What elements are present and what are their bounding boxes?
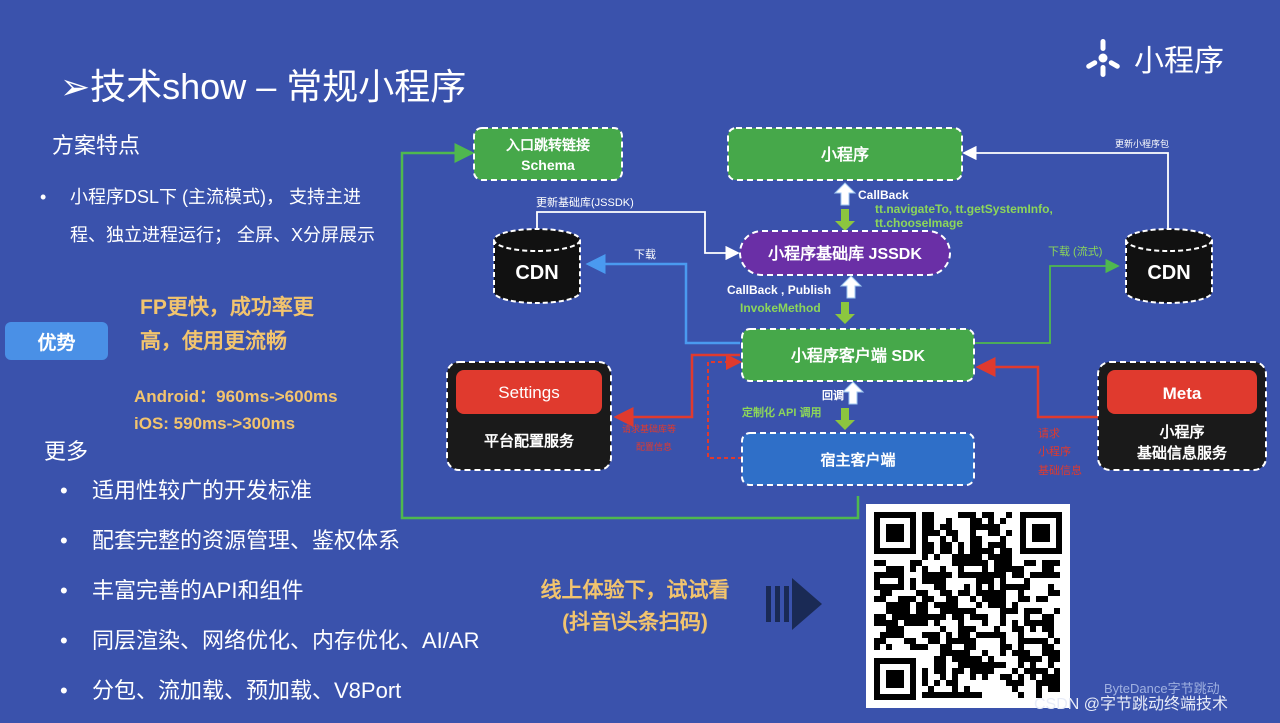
diagram-labels: 更新小程序包 更新基础库(JSSDK) 下载 下载 (流式) CallBack … — [536, 138, 1169, 477]
csdn-credit: CSDN @字节跳动终端技术 — [1034, 696, 1229, 713]
svg-text:小程序: 小程序 — [821, 145, 869, 164]
qr-code-icon[interactable] — [866, 504, 1070, 708]
svg-text:Schema: Schema — [521, 157, 575, 173]
schema-box: 入口跳转链接 Schema — [473, 127, 623, 181]
svg-text:tt.chooseImage: tt.chooseImage — [875, 216, 963, 230]
features-heading: 方案特点 — [52, 133, 141, 158]
try-it-text: 线上体验下，试试看 (抖音\头条扫码) — [520, 575, 750, 639]
svg-text:请求基础库等: 请求基础库等 — [622, 423, 676, 434]
svg-text:CDN: CDN — [1147, 262, 1190, 284]
list-item: •丰富完善的API和组件 — [60, 578, 304, 603]
features-bullet: • 小程序DSL下 (主流模式)， 支持主进 程、独立进程运行； 全屏、X分屏展… — [40, 178, 430, 254]
svg-text:下载 (流式): 下载 (流式) — [1048, 244, 1102, 258]
brand-logo: 小程序 — [1082, 36, 1224, 80]
client-sdk-box: 小程序客户端 SDK — [741, 328, 975, 382]
svg-text:回调: 回调 — [822, 388, 844, 402]
update-package-arrow — [962, 145, 1169, 230]
pointer-arrow-icon — [766, 578, 822, 630]
svg-text:小程序基础库 JSSDK: 小程序基础库 JSSDK — [768, 244, 922, 263]
svg-text:小程序客户端 SDK: 小程序客户端 SDK — [791, 346, 926, 365]
performance-stats: Android：960ms->600ms iOS: 590ms->300ms — [134, 383, 338, 437]
update-jssdk-arrow — [536, 211, 740, 261]
cdn-left: CDN — [493, 228, 581, 304]
advantage-text: FP更快，成功率更 高，使用更流畅 — [140, 291, 390, 359]
svg-text:宿主客户端: 宿主客户端 — [820, 451, 895, 469]
svg-text:小程序: 小程序 — [1159, 423, 1204, 441]
svg-text:基础信息: 基础信息 — [1038, 463, 1082, 477]
more-list: •适用性较广的开发标准 •配套完整的资源管理、鉴权体系 •丰富完善的API和组件… — [60, 473, 479, 723]
try-line-2: (抖音\头条扫码) — [562, 611, 708, 634]
ios-stat: iOS: 590ms->300ms — [134, 414, 296, 433]
advantage-line-1: FP更快，成功率更 — [140, 296, 314, 319]
svg-text:Settings: Settings — [498, 383, 559, 402]
meta-box: Meta 小程序 基础信息服务 — [1097, 361, 1267, 471]
svg-text:请求: 请求 — [1038, 427, 1060, 440]
list-item: •适用性较广的开发标准 — [60, 478, 313, 503]
miniapp-logo-icon — [1086, 39, 1120, 77]
features-line-2: 程、独立进程运行； 全屏、X分屏展示 — [70, 225, 376, 245]
list-item: •分包、流加载、预加载、V8Port — [60, 678, 402, 703]
page-title: ➢技术show – 常规小程序 — [60, 66, 467, 107]
svg-text:CDN: CDN — [515, 262, 558, 284]
svg-text:小程序: 小程序 — [1038, 444, 1071, 458]
jssdk-box: 小程序基础库 JSSDK — [739, 230, 951, 276]
svg-text:Meta: Meta — [1163, 384, 1202, 403]
download-right-arrow — [974, 258, 1120, 344]
request-config-arrow — [613, 353, 740, 427]
advantage-line-2: 高，使用更流畅 — [140, 330, 287, 353]
bullet-dot: • — [40, 187, 47, 207]
android-stat: Android：960ms->600ms — [134, 387, 338, 406]
svg-text:基础信息服务: 基础信息服务 — [1136, 444, 1228, 462]
cdn-right: CDN — [1125, 228, 1213, 304]
bytedance-watermark: ByteDance字节跳动 — [1104, 681, 1220, 696]
svg-text:更新基础库(JSSDK): 更新基础库(JSSDK) — [536, 195, 634, 209]
svg-text:下载: 下载 — [634, 248, 656, 261]
svg-text:InvokeMethod: InvokeMethod — [740, 301, 821, 315]
features-line-1: 小程序DSL下 (主流模式)， 支持主进 — [70, 187, 362, 207]
list-item: •配套完整的资源管理、鉴权体系 — [60, 528, 401, 553]
double-arrows — [833, 182, 865, 430]
advantage-badge: 优势 — [5, 322, 108, 360]
svg-text:CallBack: CallBack — [858, 188, 909, 202]
host-to-sdk-dotted — [707, 354, 742, 459]
svg-text:CallBack , Publish: CallBack , Publish — [727, 283, 831, 297]
connectors — [400, 143, 1169, 520]
svg-text:更新小程序包: 更新小程序包 — [1115, 138, 1169, 149]
svg-text:定制化 API 调用: 定制化 API 调用 — [742, 405, 821, 419]
download-left-arrow — [585, 254, 740, 345]
settings-box: Settings 平台配置服务 — [446, 361, 612, 471]
miniapp-box: 小程序 — [727, 127, 963, 181]
svg-text:tt.navigateTo, tt.getSystemInf: tt.navigateTo, tt.getSystemInfo, — [875, 202, 1053, 216]
more-heading: 更多 — [44, 439, 89, 464]
try-line-1: 线上体验下，试试看 — [540, 579, 730, 602]
svg-text:平台配置服务: 平台配置服务 — [484, 432, 575, 450]
svg-text:配置信息: 配置信息 — [636, 441, 672, 452]
meta-to-sdk-arrow — [975, 357, 1098, 419]
svg-text:入口跳转链接: 入口跳转链接 — [506, 137, 590, 153]
brand-text: 小程序 — [1134, 45, 1224, 78]
host-to-schema-arrow — [400, 143, 860, 520]
list-item: •同层渲染、网络优化、内存优化、AI/AR — [60, 628, 480, 653]
host-box: 宿主客户端 — [741, 432, 975, 486]
